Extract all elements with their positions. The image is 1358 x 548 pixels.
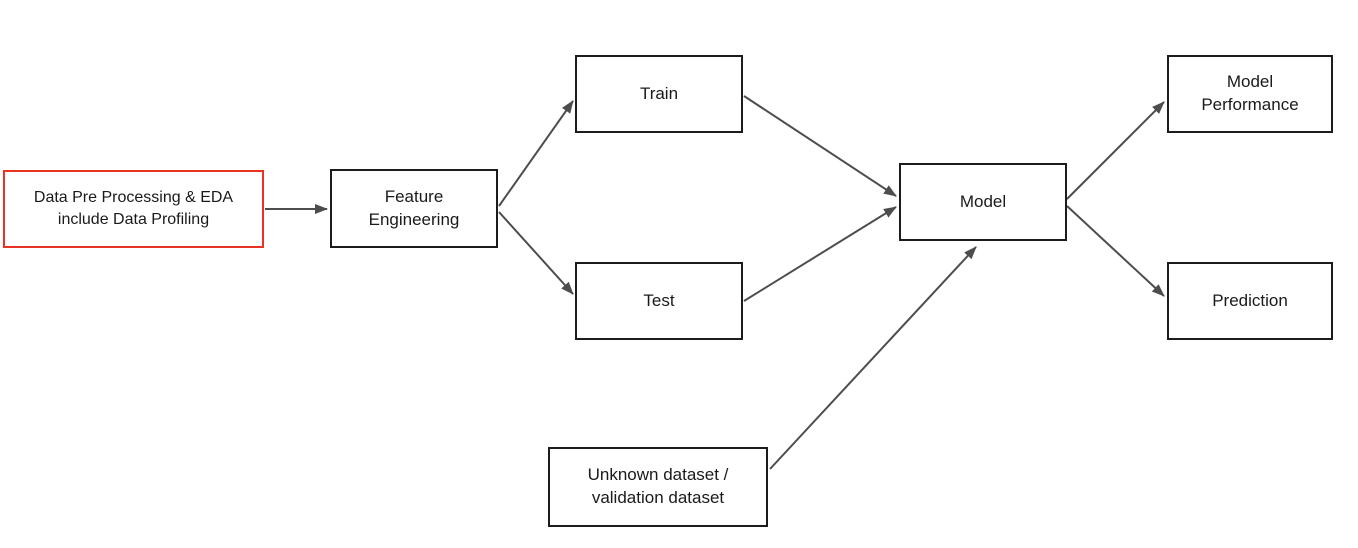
- node-test-label: Test: [643, 290, 675, 310]
- node-feature-engineering: Feature Engineering: [330, 169, 498, 248]
- node-test: Test: [575, 262, 743, 340]
- node-prediction-label: Prediction: [1212, 290, 1288, 310]
- node-data-preprocessing: Data Pre Processing & EDA include Data P…: [3, 170, 264, 248]
- edge-unknown-dataset-to-model: [769, 246, 977, 470]
- edge-model-to-prediction: [1066, 205, 1165, 297]
- node-model: Model: [899, 163, 1067, 241]
- node-prediction: Prediction: [1167, 262, 1333, 340]
- node-train: Train: [575, 55, 743, 133]
- node-feature-engineering-label: Feature Engineering: [368, 186, 460, 229]
- edge-train-to-model: [743, 95, 897, 197]
- node-model-performance: Model Performance: [1167, 55, 1333, 133]
- node-unknown-dataset: Unknown dataset / validation dataset: [548, 447, 768, 527]
- edge-test-to-model: [743, 206, 897, 302]
- edge-model-to-model-performance: [1066, 101, 1165, 200]
- edge-feature-engineering-to-train: [498, 100, 574, 207]
- node-train-label: Train: [639, 83, 679, 103]
- edge-feature-engineering-to-test: [498, 211, 574, 295]
- node-unknown-dataset-label: Unknown dataset / validation dataset: [587, 465, 729, 507]
- node-data-preprocessing-label: Data Pre Processing & EDA include Data P…: [33, 188, 234, 228]
- node-model-performance-label: Model Performance: [1201, 72, 1299, 114]
- node-model-label: Model: [959, 191, 1007, 211]
